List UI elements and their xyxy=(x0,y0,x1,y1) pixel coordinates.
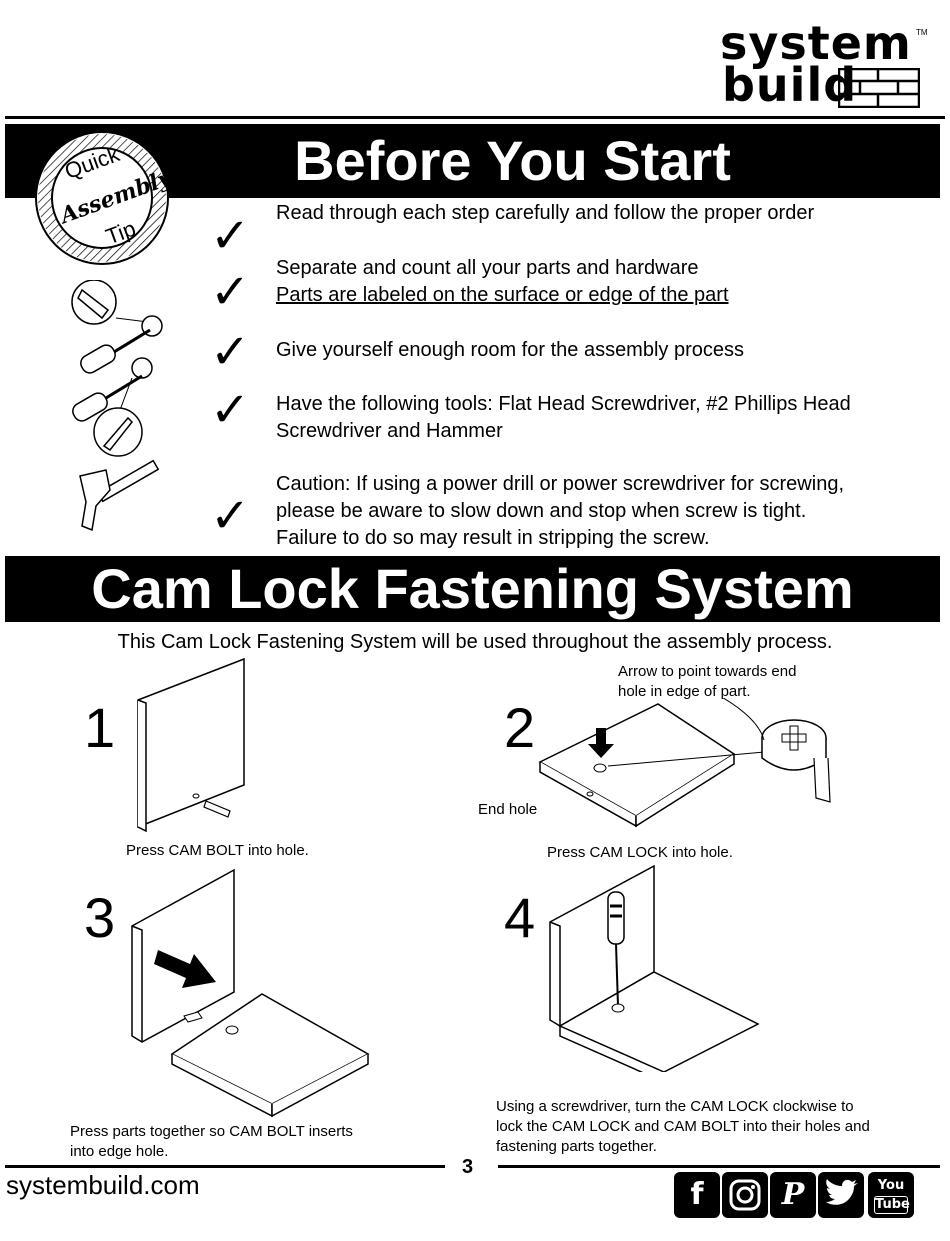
instagram-icon[interactable] xyxy=(722,1172,768,1218)
check-item-3: Give yourself enough room for the assemb… xyxy=(276,339,744,361)
step-4-number: 4 xyxy=(504,886,536,949)
check-icon: ✓ xyxy=(210,382,251,438)
check-icon: ✓ xyxy=(210,324,251,380)
step-4-caption-1: Using a screwdriver, turn the CAM LOCK c… xyxy=(496,1098,854,1115)
footer-rule-left xyxy=(5,1165,445,1168)
check-icon: ✓ xyxy=(210,264,251,320)
step-2-end-hole-label: End hole xyxy=(478,801,538,818)
check-icon: ✓ xyxy=(210,488,251,544)
check-item-2: Separate and count all your parts and ha… xyxy=(276,257,729,306)
logo-trademark: TM xyxy=(916,28,928,37)
step-3-number: 3 xyxy=(84,886,116,949)
check-item-5: Caution: If using a power drill or power… xyxy=(276,473,844,549)
step-4-illustration xyxy=(549,864,760,1072)
youtube-icon[interactable]: You Tube xyxy=(868,1172,914,1218)
step-3-caption-1: Press parts together so CAM BOLT inserts xyxy=(70,1123,353,1140)
step-4-caption-2: lock the CAM LOCK and CAM BOLT into thei… xyxy=(496,1118,870,1135)
logo-system: system xyxy=(720,16,912,70)
quick-assembly-tip-badge xyxy=(35,131,169,265)
step-2-note-2: hole in edge of part. xyxy=(618,683,751,700)
step-1-number: 1 xyxy=(84,696,116,759)
step-3-caption-2: into edge hole. xyxy=(70,1143,169,1160)
cam-intro: This Cam Lock Fastening System will be u… xyxy=(117,631,833,653)
step-2-illustration xyxy=(538,698,831,828)
check-icon: ✓ xyxy=(210,208,251,264)
step-2-caption: Press CAM LOCK into hole. xyxy=(547,844,733,861)
step-2-note-1: Arrow to point towards end xyxy=(618,663,797,680)
check-item-4: Have the following tools: Flat Head Scre… xyxy=(276,393,851,442)
footer-rule-right xyxy=(498,1165,940,1168)
tools-illustration xyxy=(71,280,163,532)
step-3-illustration xyxy=(131,868,370,1118)
check-item-1: Read through each step carefully and fol… xyxy=(276,202,815,224)
logo-brick-icon xyxy=(838,68,920,108)
top-rule xyxy=(5,116,945,119)
pinterest-icon[interactable]: P xyxy=(770,1172,816,1218)
step-2-number: 2 xyxy=(504,696,536,759)
page-number: 3 xyxy=(462,1156,474,1178)
twitter-icon[interactable] xyxy=(818,1172,864,1218)
logo-build: build xyxy=(722,58,858,112)
footer-website[interactable]: systembuild.com xyxy=(6,1170,200,1200)
cam-title: Cam Lock Fastening System xyxy=(5,556,940,622)
step-4-caption-3: fastening parts together. xyxy=(496,1138,657,1155)
step-1-illustration xyxy=(137,657,245,833)
step-1-caption: Press CAM BOLT into hole. xyxy=(126,842,309,859)
facebook-icon[interactable]: f xyxy=(674,1172,720,1218)
